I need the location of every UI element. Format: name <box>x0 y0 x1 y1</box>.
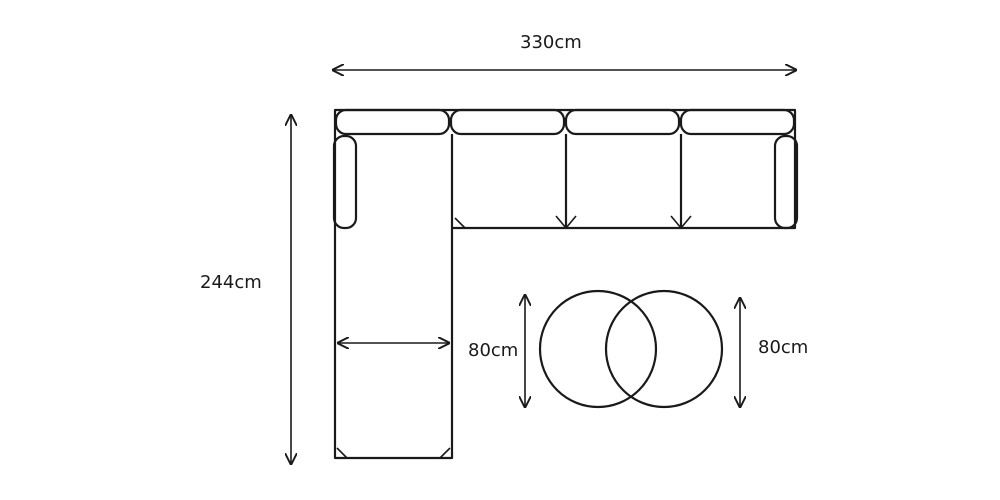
right-armrest <box>773 134 799 230</box>
left-armrest <box>332 134 358 230</box>
chaise-foot-marker-left <box>336 447 348 459</box>
depth-dimension-label: 244cm <box>200 272 262 293</box>
ottoman-left <box>538 289 658 409</box>
chaise-foot-marker-right <box>439 447 451 459</box>
back-cushion-4 <box>679 108 796 136</box>
ottoman-right-dimension-label: 80cm <box>758 337 809 358</box>
back-cushion-3 <box>564 108 681 136</box>
seat-marker-2 <box>555 215 577 230</box>
ottoman-right <box>604 289 724 409</box>
seat-marker-3 <box>670 215 692 230</box>
width-dimension-label: 330cm <box>520 32 582 53</box>
back-cushion-1 <box>334 108 451 136</box>
ottoman-left-dimension-label: 80cm <box>468 340 519 361</box>
back-cushion-2 <box>449 108 566 136</box>
seat-marker-1 <box>454 217 466 229</box>
